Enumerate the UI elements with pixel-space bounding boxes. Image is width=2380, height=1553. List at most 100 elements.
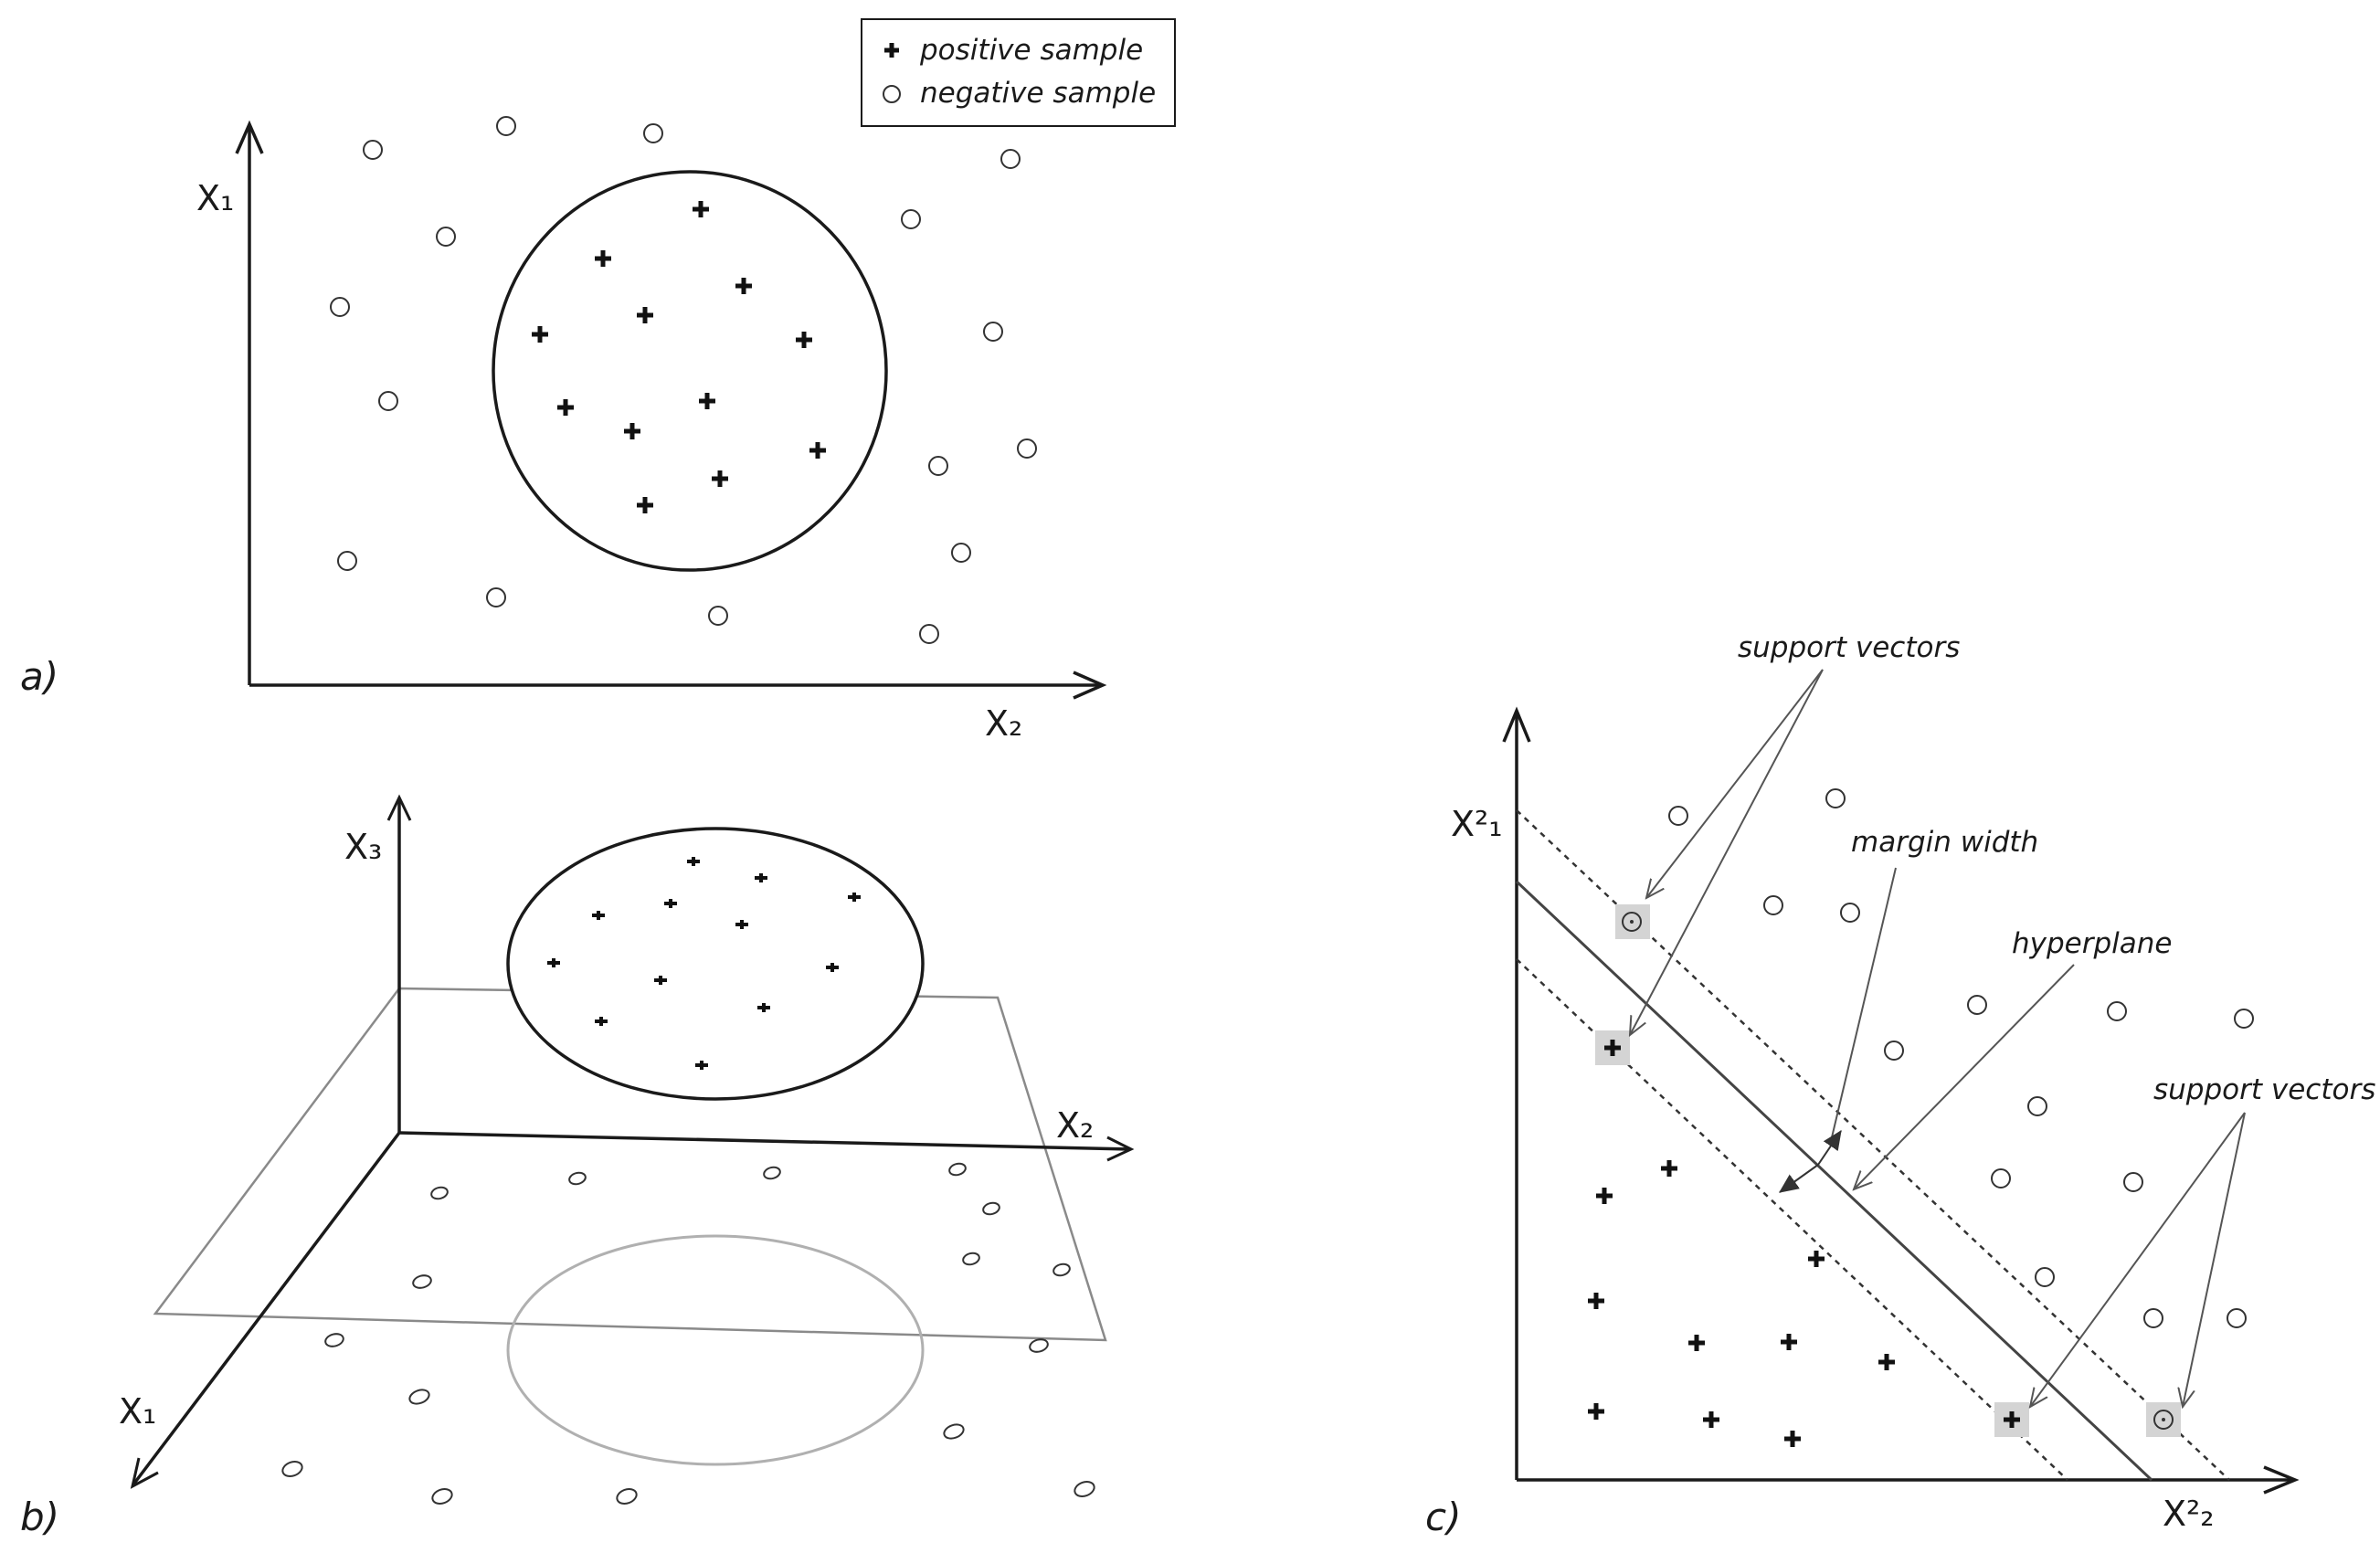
positive-sample xyxy=(1661,1160,1677,1177)
negative-sample xyxy=(412,1274,432,1289)
panel-a-x-arrowhead xyxy=(1073,671,1107,700)
positive-sample xyxy=(637,307,653,323)
negative-sample xyxy=(2035,1267,2055,1287)
panel-a-negative-samples xyxy=(330,116,1037,644)
negative-sample xyxy=(436,227,456,247)
legend-plus-icon xyxy=(884,43,899,58)
negative-sample xyxy=(1967,995,1987,1015)
negative-sample xyxy=(643,123,663,143)
positive-sample xyxy=(712,470,728,487)
negative-sample xyxy=(763,1166,781,1180)
negative-sample xyxy=(708,606,728,626)
negative-sample xyxy=(2123,1172,2143,1192)
negative-sample xyxy=(1074,1481,1095,1497)
negative-sample xyxy=(330,297,350,317)
positive-sample xyxy=(1878,1354,1895,1370)
positive-sample xyxy=(532,326,548,343)
negative-sample xyxy=(1840,903,1860,923)
negative-sample xyxy=(2234,1009,2254,1029)
positive-sample xyxy=(1604,1040,1621,1056)
panel-a-positive-samples xyxy=(532,201,826,513)
positive-sample xyxy=(1784,1431,1801,1447)
panel-c-margin-upper xyxy=(1516,809,2230,1481)
panel-b: X₃ X₂ X₁ b) xyxy=(20,794,1135,1539)
negative-sample xyxy=(337,551,357,571)
panel-a-decision-circle xyxy=(492,170,888,572)
annotation-margin-width: margin width xyxy=(1851,826,2038,859)
negative-sample xyxy=(1668,806,1688,826)
pointer-arrow xyxy=(2183,1112,2246,1407)
positive-sample xyxy=(1588,1293,1604,1309)
pointer-arrow xyxy=(2030,1112,2246,1407)
negative-sample xyxy=(1991,1168,2011,1189)
positive-sample xyxy=(809,442,826,459)
positive-sample xyxy=(826,963,839,972)
positive-sample xyxy=(654,976,667,985)
panel-c-x-arrowhead xyxy=(2263,1465,2300,1495)
panel-b-projection-ellipse xyxy=(506,1234,925,1466)
negative-sample xyxy=(983,322,1003,342)
annotation-support-vectors-top: support vectors xyxy=(1738,631,1960,664)
panel-c-x-axis-label: X²₂ xyxy=(2163,1494,2215,1534)
positive-sample xyxy=(796,332,812,348)
panel-c-label: c) xyxy=(1425,1495,1461,1539)
negative-sample xyxy=(568,1171,587,1186)
positive-sample xyxy=(595,1017,608,1026)
margin-width-arrow-down xyxy=(1780,1164,1819,1193)
panel-a-y-axis-label: X₁ xyxy=(196,178,234,218)
negative-sample xyxy=(1825,788,1846,808)
negative-sample xyxy=(1884,1041,1904,1061)
panel-b-y-axis xyxy=(398,1131,1131,1151)
negative-sample xyxy=(2107,1001,2127,1021)
negative-sample xyxy=(919,624,939,644)
positive-sample xyxy=(755,873,767,882)
panel-c: X²₁ X²₂ c) xyxy=(1425,631,2375,1539)
panel-b-label: b) xyxy=(20,1495,59,1539)
positive-sample xyxy=(2004,1411,2020,1428)
panel-c-hyperplane xyxy=(1515,880,2153,1482)
positive-sample xyxy=(1688,1335,1705,1351)
negative-sample xyxy=(1029,1338,1049,1353)
panel-b-positive-samples xyxy=(547,857,861,1070)
positive-sample xyxy=(735,920,748,929)
panel-c-y-axis-label: X²₁ xyxy=(1451,804,1503,844)
positive-sample xyxy=(1808,1251,1825,1267)
negative-sample xyxy=(363,140,383,160)
negative-sample xyxy=(962,1252,980,1266)
panel-a-y-arrowhead xyxy=(235,120,264,154)
panel-c-positive-samples xyxy=(1588,1040,2020,1447)
legend-circle-icon xyxy=(883,85,901,103)
panel-a-x-axis-label: X₂ xyxy=(985,703,1022,744)
support-vector-center-dot xyxy=(2162,1418,2165,1421)
panel-a: X₁ X₂ a) xyxy=(20,116,1107,744)
positive-sample xyxy=(1703,1411,1719,1428)
positive-sample xyxy=(757,1003,770,1012)
positive-sample xyxy=(1781,1334,1797,1350)
legend-box xyxy=(861,18,1176,127)
negative-sample xyxy=(2227,1308,2247,1328)
positive-sample xyxy=(624,423,640,439)
negative-sample xyxy=(2143,1308,2163,1328)
negative-sample xyxy=(324,1333,344,1347)
positive-sample xyxy=(848,893,861,902)
positive-sample xyxy=(735,278,752,294)
panel-b-x-axis-label: X₁ xyxy=(119,1391,156,1432)
negative-sample xyxy=(901,209,921,229)
panel-b-x-arrowhead xyxy=(130,1457,159,1489)
annotation-support-vectors-right: support vectors xyxy=(2153,1073,2375,1106)
negative-sample xyxy=(1763,895,1783,915)
legend: positive sample negative sample xyxy=(861,18,1176,127)
negative-sample xyxy=(943,1423,965,1440)
panel-b-z-axis-label: X₃ xyxy=(344,827,382,867)
negative-sample xyxy=(281,1461,303,1477)
support-vector-center-dot xyxy=(1630,920,1634,924)
negative-sample xyxy=(928,456,948,476)
positive-sample xyxy=(695,1061,708,1070)
pointer-arrow xyxy=(1646,669,1824,898)
negative-sample xyxy=(616,1488,638,1505)
margin-width-arrow-up xyxy=(1817,1131,1842,1166)
negative-sample xyxy=(948,1162,967,1177)
negative-sample xyxy=(951,543,971,563)
panel-b-negative-samples xyxy=(281,1162,1095,1505)
negative-sample xyxy=(431,1488,453,1505)
